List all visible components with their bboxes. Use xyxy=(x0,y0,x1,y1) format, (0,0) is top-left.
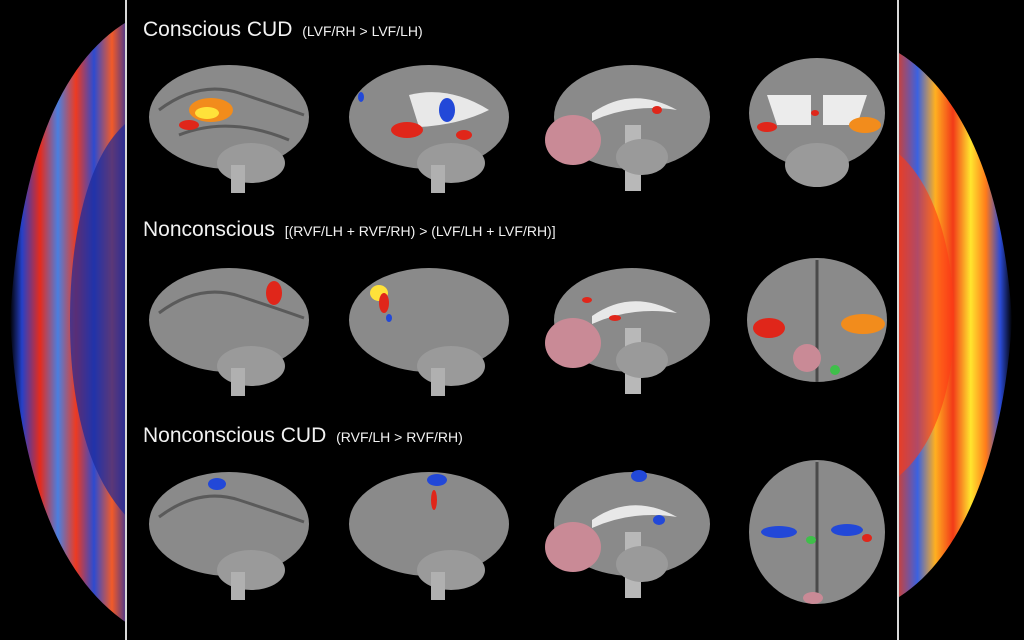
row-title-main: Nonconscious CUD xyxy=(143,424,327,447)
row-title-contrast: (LVF/RH > LVF/LH) xyxy=(302,23,423,39)
brain-medial-sagittal-view xyxy=(537,258,717,398)
background-scan-right xyxy=(894,0,1024,640)
row-title-nonconscious-cud: Nonconscious CUD (RVF/LH > RVF/RH) xyxy=(143,424,463,448)
brain-lateral-left-view xyxy=(139,55,319,195)
brain-posterior-view xyxy=(727,258,907,398)
row-title-main: Nonconscious xyxy=(143,218,275,241)
row-title-main: Conscious CUD xyxy=(143,18,293,41)
figure-panel: Conscious CUD (LVF/RH > LVF/LH) Nonconsc… xyxy=(125,0,899,640)
brain-coronal-slice-view xyxy=(727,55,907,195)
row-title-nonconscious: Nonconscious [(RVF/LH + RVF/RH) > (LVF/L… xyxy=(143,218,556,242)
row-title-contrast: (RVF/LH > RVF/RH) xyxy=(336,429,463,445)
background-scan-left xyxy=(0,0,130,640)
brain-lateral-left-view xyxy=(139,258,319,398)
brain-inflated-lateral-view xyxy=(339,55,519,195)
brain-inflated-lateral-view xyxy=(339,462,519,602)
row-title-contrast: [(RVF/LH + RVF/RH) > (LVF/LH + LVF/RH)] xyxy=(284,223,556,239)
brain-medial-sagittal-view xyxy=(537,55,717,195)
brain-superior-view xyxy=(727,460,907,604)
brain-medial-sagittal-view xyxy=(537,462,717,602)
brain-lateral-left-view xyxy=(139,462,319,602)
row-title-conscious-cud: Conscious CUD (LVF/RH > LVF/LH) xyxy=(143,18,423,42)
brain-inflated-lateral-view xyxy=(339,258,519,398)
